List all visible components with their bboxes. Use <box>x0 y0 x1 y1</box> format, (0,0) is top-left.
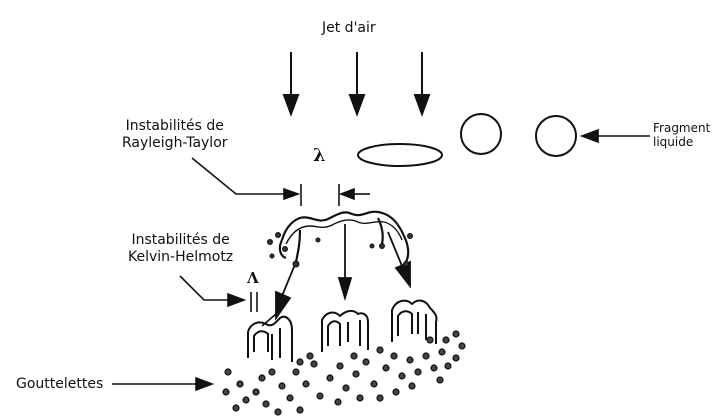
liquid-sheet <box>280 212 408 262</box>
kh-wavelength-symbol: Λ <box>247 270 259 287</box>
rayleigh-taylor-label: Instabilités de Rayleigh-Taylor <box>122 118 228 152</box>
rayleigh-taylor-label-line-2: Rayleigh-Taylor <box>122 135 228 152</box>
liquid-fragment-label-line-2: liquide <box>653 135 710 149</box>
liquid-fragment-shapes <box>358 114 576 166</box>
droplets-arrow <box>112 378 212 390</box>
liquid-fragment-label-line-1: Fragment <box>653 121 710 135</box>
breakup-arrows <box>276 224 410 318</box>
kelvin-helmholtz-label: Instabilités de Kelvin-Helmotz <box>128 232 233 266</box>
droplet-field <box>223 331 465 415</box>
rt-wavelength-symbol: λ <box>313 147 326 164</box>
air-jet-label: Jet d'air <box>322 20 376 37</box>
fragment-arrow <box>582 130 650 142</box>
droplets-label: Gouttelettes <box>16 376 103 393</box>
rt-wavelength-marker <box>192 158 370 206</box>
kelvin-helmholtz-label-line-2: Kelvin-Helmotz <box>128 249 233 266</box>
flattened-fragment <box>358 144 442 166</box>
fragment-circle-2 <box>536 116 576 156</box>
air-jet-arrows <box>284 52 429 114</box>
liquid-fragment-label: Fragment liquide <box>653 121 710 149</box>
rayleigh-taylor-label-line-1: Instabilités de <box>122 118 228 135</box>
fragment-circle-1 <box>461 114 501 154</box>
kh-wavelength-marker <box>180 276 276 326</box>
kelvin-helmholtz-label-line-1: Instabilités de <box>128 232 233 249</box>
